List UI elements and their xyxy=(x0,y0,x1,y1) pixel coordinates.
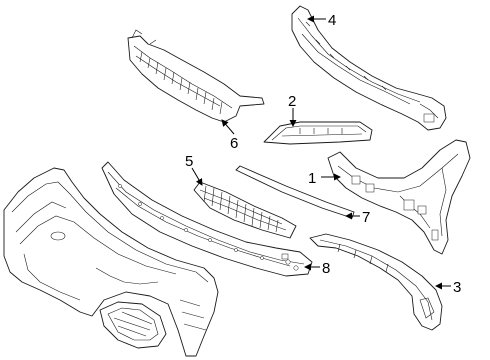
callout-labels: 4 2 6 1 5 7 8 3 xyxy=(185,12,461,296)
part-6-air-guide xyxy=(127,29,265,123)
callout-3: 3 xyxy=(453,279,461,296)
callout-1: 1 xyxy=(308,170,316,187)
callout-7: 7 xyxy=(362,209,370,226)
part-1-side-bracket xyxy=(327,139,471,255)
callout-6: 6 xyxy=(230,135,238,152)
part-5-grille-mesh xyxy=(193,181,297,239)
leader-lines xyxy=(191,15,451,290)
bumper-cover xyxy=(3,167,219,357)
part-4-upper-bracket xyxy=(291,5,447,131)
callout-2: 2 xyxy=(288,93,296,110)
callout-8: 8 xyxy=(322,260,330,277)
callout-4: 4 xyxy=(328,12,336,29)
leader-6 xyxy=(221,119,235,135)
callout-5: 5 xyxy=(185,153,193,170)
part-7-trim-strip xyxy=(235,165,355,219)
part-3-lower-side-trim xyxy=(309,233,443,331)
leader-5 xyxy=(191,167,203,186)
part-2-trim-light xyxy=(263,121,373,145)
part-8-reinforcement-beam xyxy=(101,161,313,277)
